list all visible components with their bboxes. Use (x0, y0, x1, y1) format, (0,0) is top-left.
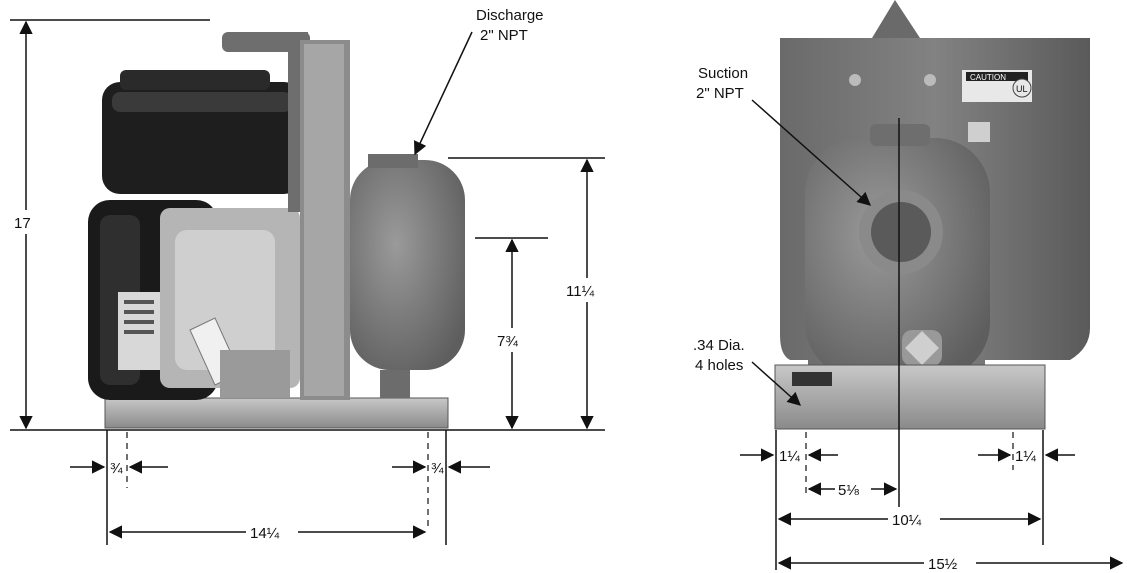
front-left-offset-label: 1¼ (779, 448, 800, 465)
side-left-offset-label: ¾ (110, 460, 123, 477)
base-plate-label (792, 372, 832, 386)
side-view: 17 11¼ 7¾ Discharge 2" NPT ¾ ¾ 14¼ (10, 7, 609, 545)
suction-port-opening (871, 202, 931, 262)
hole-leader-line (751, 361, 802, 406)
hole-callout-line1: .34 Dia. (693, 337, 745, 354)
pump-volute-side (350, 154, 465, 398)
front-right-offset-label: 1¼ (1015, 448, 1036, 465)
front-center-offset-label: 5⅛ (838, 482, 859, 499)
front-hole-spacing-label: 10¼ (892, 512, 922, 529)
side-hole-spacing-label: 14¼ (250, 525, 280, 542)
side-right-offset-label: ¾ (431, 460, 444, 477)
discharge-leader-line (414, 31, 473, 156)
overall-height-label: 17 (14, 215, 31, 232)
ul-mark-text: UL (1016, 84, 1028, 94)
ul-mark (1012, 78, 1032, 98)
discharge-height-label: 11¼ (566, 283, 595, 300)
suction-callout-line2: 2" NPT (696, 85, 744, 102)
caution-label-text: CAUTION (970, 73, 1006, 82)
engine-illustration (88, 70, 302, 400)
front-lifting-tab (872, 0, 920, 38)
handle-illustration (222, 32, 350, 400)
center-height-label: 7¾ (497, 333, 518, 350)
pump-plug (968, 122, 990, 142)
front-bolt-2 (924, 74, 936, 86)
discharge-callout-line1: Discharge (476, 7, 544, 24)
suction-callout-line1: Suction (698, 65, 748, 82)
front-bolt-1 (849, 74, 861, 86)
suction-leader-line (751, 99, 872, 206)
side-base-plate (104, 397, 449, 429)
front-base-width-label: 15½ (928, 556, 958, 573)
pump-top-port (870, 124, 930, 146)
front-view: CAUTION UL Suction 2" NPT .34 Dia. 4 hol… (693, 0, 1124, 573)
discharge-callout-line2: 2" NPT (480, 27, 528, 44)
hole-callout-line2: 4 holes (695, 357, 743, 374)
